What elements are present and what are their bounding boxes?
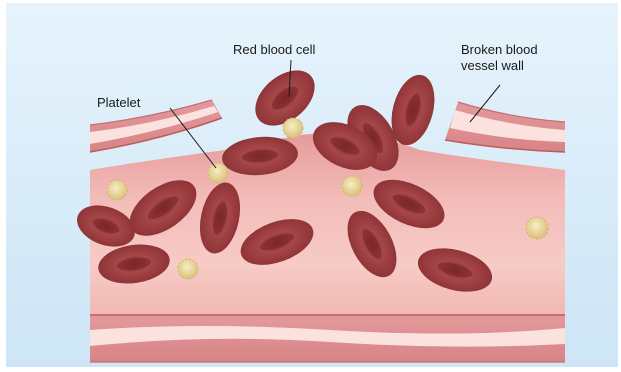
- platelet: [107, 180, 127, 200]
- label-platelet: Platelet: [97, 95, 141, 110]
- platelet: [342, 176, 362, 196]
- label-red-blood-cell: Red blood cell: [233, 42, 315, 57]
- label-broken-wall-line-1: Broken blood: [461, 42, 538, 57]
- platelet: [526, 217, 548, 239]
- platelet: [283, 118, 303, 138]
- platelet: [178, 259, 198, 279]
- lower-vessel-wall: [90, 315, 565, 362]
- platelet: [208, 163, 228, 183]
- label-broken-wall-line-2: vessel wall: [461, 58, 524, 73]
